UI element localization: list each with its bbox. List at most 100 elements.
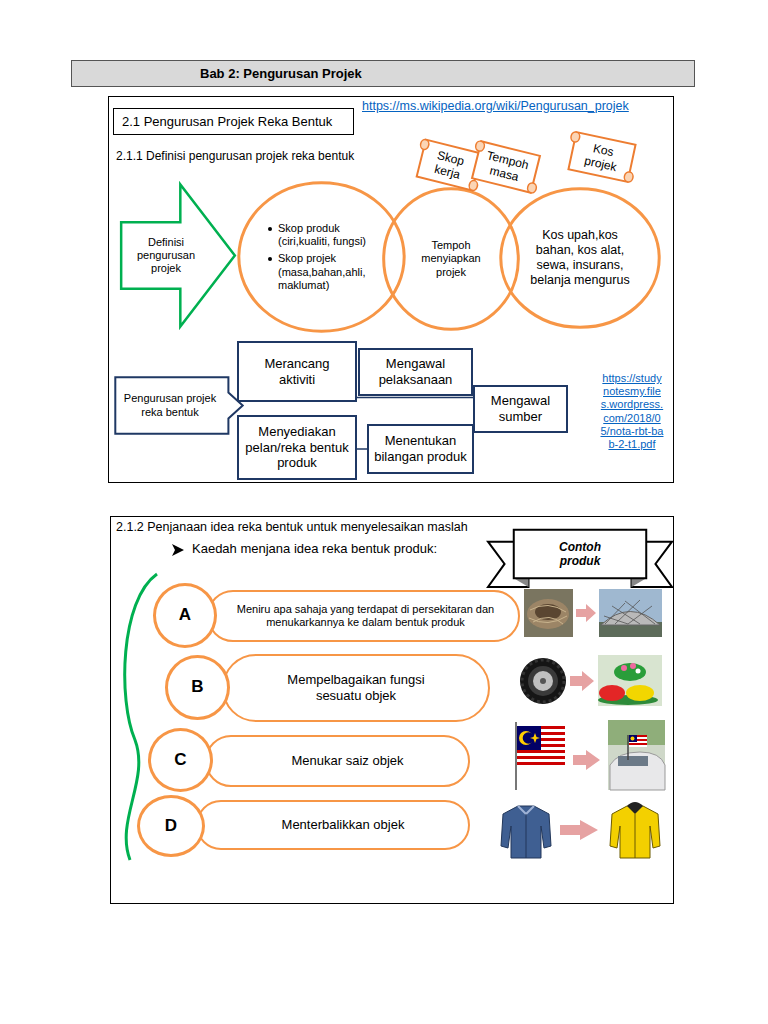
tyre-planter-photo-part — [621, 665, 627, 671]
car-flag-photo-part — [610, 752, 665, 790]
scroll-banner: Kos projek — [562, 125, 643, 189]
node-text: Menterbalikkan objek — [282, 817, 405, 833]
node-text: Pengurusan projek reka bentuk — [118, 392, 222, 418]
car-flag-photo — [608, 720, 665, 790]
car-flag-photo-part — [627, 735, 629, 760]
bullet-dot — [268, 257, 272, 261]
bullet-row: Skop projek (masa,bahan,ahli, maklumat) — [268, 252, 377, 292]
ribbon-fold — [514, 578, 529, 587]
scroll-curl — [475, 140, 486, 152]
label-holder: https://ms.wikipedia.org/wiki/Pengurusan… — [362, 99, 667, 114]
yellow-jacket-photo — [610, 802, 660, 858]
flag-photo-part — [517, 762, 565, 765]
tyre-photo-part — [533, 671, 553, 691]
label-text: 2.1.2 Penjanaan idea reka bentuk untuk m… — [116, 520, 486, 535]
blue-jacket-photo-part — [501, 806, 551, 858]
orange-circle: Skop produk (ciri,kualiti, fungsi) Skop p… — [238, 182, 405, 332]
title-band: Bab 2: Pengurusan Projek — [71, 60, 695, 87]
tyre-planter-photo-part — [614, 663, 646, 681]
node-text: Kos upah,kos bahan, kos alat, sewa, insu… — [522, 228, 638, 288]
letter-circle: C — [148, 728, 213, 792]
definition-arrow: Definisi pengurusan projek — [120, 183, 236, 328]
flag-photo-part — [530, 733, 540, 743]
scroll-body — [568, 132, 635, 182]
scroll-curl — [527, 182, 538, 194]
scroll-body — [417, 140, 482, 191]
scroll-banner: Tempoh masa — [465, 134, 547, 200]
node-text: C — [174, 750, 186, 770]
section-box: 2.1 Pengurusan Projek Reka Bentuk — [113, 108, 354, 135]
label-holder: 2.1.2 Penjanaan idea reka bentuk untuk m… — [116, 520, 486, 535]
tyre-planter-photo-part — [598, 655, 662, 706]
tyre-planter-photo-part — [626, 685, 654, 701]
tyre-photo-part — [540, 678, 546, 684]
connector-line — [357, 448, 367, 450]
node-text: Menukar saiz objek — [292, 753, 404, 769]
flag-photo — [516, 722, 565, 790]
stadium-photo-part — [599, 589, 662, 637]
scroll-curl — [570, 131, 581, 143]
ribbon-banner: Contoh produk — [488, 528, 672, 590]
node-text: Menyediakan pelan/reka bentuk produk — [245, 424, 349, 471]
link-text: https://ms.wikipedia.org/wiki/Pengurusan… — [362, 99, 667, 114]
letter-circle: D — [137, 795, 205, 857]
method-pill: Menukar saiz objek — [205, 735, 470, 787]
label-holder: https://studynotesmy.files.wordpress.com… — [600, 372, 664, 451]
car-flag-photo-part — [618, 756, 648, 766]
node-text: B — [191, 677, 203, 697]
process-box: Menyediakan pelan/reka bentuk produk — [237, 415, 357, 480]
blue-jacket-photo-part — [518, 806, 534, 814]
link-text: https://studynotesmy.files.wordpress.com… — [600, 372, 664, 451]
nest-photo-part — [527, 599, 569, 629]
car-flag-photo-part — [629, 735, 647, 747]
stadium-photo-part — [604, 600, 655, 624]
tyre-photo-part — [522, 660, 564, 702]
tyre-photo — [520, 658, 566, 704]
arrow-outline-line — [121, 184, 235, 326]
management-arrow: Pengurusan projek reka bentuk — [114, 376, 244, 435]
car-flag-photo-part — [631, 737, 635, 741]
node-text: Mengawal pelaksanaan — [366, 356, 465, 387]
yellow-jacket-photo-part — [635, 814, 636, 858]
bullet-dot — [268, 227, 272, 231]
tyre-planter-photo — [598, 655, 662, 706]
arrow-outline-line — [115, 377, 242, 434]
bullet-row: Skop produk (ciri,kualiti, fungsi) — [268, 222, 377, 248]
tyre-photo-part — [528, 666, 558, 696]
bullet-arrow — [172, 544, 184, 556]
label-text: 2.1.1 Definisi pengurusan projek reka be… — [116, 149, 406, 163]
node-text: Mempelbagaikan fungsi sesuatu objek — [264, 672, 448, 703]
node-text: Tempoh menyiapkan projek — [407, 239, 495, 279]
scroll-curl — [420, 139, 430, 151]
node-text: Mengawal sumber — [481, 393, 560, 424]
panel-frames-part — [111, 517, 674, 904]
process-box: Mengawal pelaksanaan — [358, 348, 473, 396]
pink-arrow — [560, 820, 598, 840]
connector-line — [357, 397, 473, 399]
flag-photo-part — [517, 726, 565, 768]
label-holder: Kaedah menjana idea reka bentuk produk: — [192, 541, 492, 557]
node-text: Merancang aktiviti — [245, 356, 349, 387]
node-text: Skop produk (ciri,kualiti, fungsi) — [278, 222, 377, 248]
yellow-jacket-photo-part — [627, 802, 643, 814]
title-text: Bab 2: Pengurusan Projek — [200, 66, 362, 82]
car-flag-photo-part — [629, 735, 637, 742]
letter-circle: B — [165, 655, 230, 720]
node-text: Contoh produk — [538, 540, 622, 569]
process-box: Menentukan bilangan produk — [367, 424, 474, 474]
node-text: Definisi pengurusan projek — [126, 236, 206, 276]
method-pill: Mempelbagaikan fungsi sesuatu objek — [222, 654, 490, 722]
nest-photo-part — [529, 605, 567, 624]
process-box: Merancang aktiviti — [237, 341, 357, 402]
flag-photo-part — [517, 756, 565, 759]
node-text: Skop projek (masa,bahan,ahli, maklumat) — [278, 252, 377, 292]
tyre-planter-photo-part — [636, 669, 641, 674]
panel-frames — [109, 97, 674, 904]
label-text: Kaedah menjana idea reka bentuk produk: — [192, 541, 492, 557]
node-text: A — [179, 605, 191, 625]
node-text: Menentukan bilangan produk — [374, 433, 467, 464]
blue-jacket-photo-part — [526, 814, 527, 858]
ribbon-center — [514, 530, 646, 578]
